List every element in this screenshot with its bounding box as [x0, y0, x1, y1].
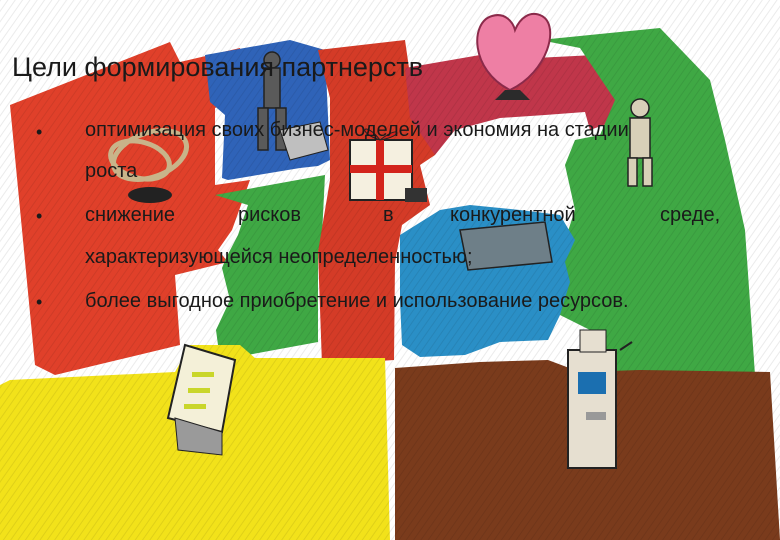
document-tray-icon	[279, 121, 329, 161]
rope-coil-icon	[108, 128, 189, 203]
person-figure-right-icon	[627, 98, 653, 187]
bullet-marker: •	[36, 206, 43, 226]
gift-box-icon	[349, 128, 427, 202]
heart-icon	[476, 12, 552, 92]
bullet-2-word-2: рисков	[238, 204, 302, 226]
bullet-1-line-2: роста	[85, 160, 138, 182]
bullet-2-word-3: в	[383, 204, 394, 226]
heart-stand-icon	[495, 90, 530, 100]
bullet-marker: •	[36, 292, 43, 312]
bullet-2-line-2: характеризующейся неопределенностью;	[85, 246, 473, 268]
bullet-3-line-1: более выгодное приобретение и использова…	[85, 290, 629, 312]
ticket-machine-icon	[567, 329, 633, 469]
teal-box-icon	[459, 221, 553, 271]
bullet-2-word-5: среде,	[660, 204, 721, 226]
bullet-1-line-1: оптимизация своих бизнес-моделей и эконо…	[85, 119, 629, 141]
bullet-2-word-1: снижение	[85, 204, 176, 226]
slide-title: Цели формирования партнерств	[12, 52, 424, 82]
bullet-marker: •	[36, 122, 43, 142]
paper-doc-icon	[166, 343, 237, 456]
bullet-2-word-4: конкурентной	[450, 204, 576, 226]
